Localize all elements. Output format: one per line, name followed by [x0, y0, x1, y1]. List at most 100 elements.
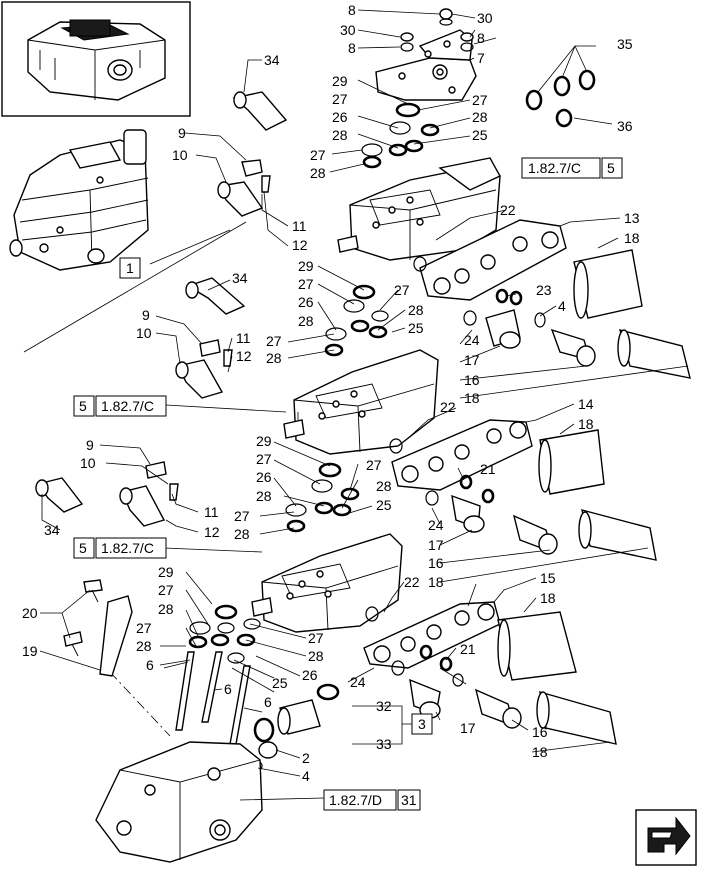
callout-8: 8 [348, 2, 356, 18]
callout-8: 8 [477, 30, 485, 46]
valve-section-2 [283, 284, 439, 455]
ref-number-1: 5 [607, 160, 615, 176]
callout-29: 29 [256, 433, 272, 449]
callout-25: 25 [376, 497, 392, 513]
callout-34: 34 [232, 270, 248, 286]
next-page-arrow-icon[interactable] [635, 809, 697, 866]
callout-28: 28 [376, 478, 392, 494]
callout-9: 9 [142, 307, 150, 323]
callout-25: 25 [272, 675, 288, 691]
callout-12: 12 [292, 237, 308, 253]
callout-18: 18 [540, 590, 556, 606]
callout-10: 10 [80, 455, 96, 471]
ref-label-2: 1.82.7/C [101, 398, 154, 414]
callout-2: 2 [302, 750, 310, 766]
callout-29: 29 [158, 564, 174, 580]
callout-14: 14 [578, 396, 594, 412]
end-cover [375, 8, 477, 101]
callout-17: 17 [464, 352, 480, 368]
spool-housing-1 [419, 219, 567, 301]
ref-number-4: 31 [401, 792, 417, 808]
callout-22: 22 [500, 202, 516, 218]
seal-rings-4 [188, 604, 261, 664]
callout-19: 19 [22, 643, 38, 659]
callout-27: 27 [332, 91, 348, 107]
callout-10: 10 [172, 147, 188, 163]
callout-15: 15 [540, 570, 556, 586]
callout-27: 27 [366, 457, 382, 473]
ref-label-3: 1.82.7/C [101, 540, 154, 556]
callout-27: 27 [158, 582, 174, 598]
callout-6: 6 [224, 681, 232, 697]
callout-23: 23 [536, 282, 552, 298]
callout-4: 4 [558, 298, 566, 314]
callout-17: 17 [460, 720, 476, 736]
callout-16: 16 [428, 555, 444, 571]
callout-27: 27 [310, 147, 326, 163]
callout-22: 22 [440, 399, 456, 415]
callout-27: 27 [234, 508, 250, 524]
callout-26: 26 [302, 667, 318, 683]
valve-section-3 [251, 462, 403, 633]
callout-12: 12 [236, 348, 252, 364]
plungers [409, 309, 596, 729]
spool-housing-3 [363, 601, 501, 669]
callout-8: 8 [348, 40, 356, 56]
callout-20: 20 [22, 605, 38, 621]
callout-16: 16 [464, 372, 480, 388]
callout-26: 26 [332, 109, 348, 125]
callout-27: 27 [266, 333, 282, 349]
callout-21: 21 [480, 461, 496, 477]
reference-boxes [73, 157, 623, 811]
callout-28: 28 [256, 488, 272, 504]
seal-kit [525, 69, 596, 128]
relief-valve [249, 683, 340, 772]
ref-box-3: 3 [418, 716, 426, 732]
seal-rings-1 [361, 102, 440, 169]
callout-28: 28 [234, 526, 250, 542]
callout-28: 28 [332, 127, 348, 143]
callout-27: 27 [298, 276, 314, 292]
ref-box-1: 1 [126, 260, 134, 276]
callout-10: 10 [136, 325, 152, 341]
callout-25: 25 [472, 127, 488, 143]
callout-11: 11 [236, 330, 251, 346]
valve-stack-preview [9, 129, 149, 271]
assembly-thumbnail [1, 1, 191, 117]
callout-36: 36 [617, 118, 633, 134]
callout-24: 24 [350, 674, 366, 690]
callout-4: 4 [302, 768, 310, 784]
callout-34: 34 [264, 52, 280, 68]
callout-7: 7 [477, 50, 485, 66]
callout-30: 30 [477, 10, 493, 26]
callout-13: 13 [624, 210, 640, 226]
o-rings-housing [365, 256, 546, 687]
callout-11: 11 [292, 218, 307, 234]
callout-24: 24 [464, 332, 480, 348]
callout-16: 16 [532, 724, 548, 740]
callout-29: 29 [298, 258, 314, 274]
callout-18: 18 [428, 574, 444, 590]
callout-27: 27 [472, 92, 488, 108]
callout-29: 29 [332, 73, 348, 89]
callout-27: 27 [394, 282, 410, 298]
callout-6: 6 [146, 657, 154, 673]
callout-18: 18 [532, 744, 548, 760]
callout-28: 28 [158, 601, 174, 617]
callout-28: 28 [266, 350, 282, 366]
callout-34: 34 [44, 522, 60, 538]
ref-number-3: 5 [79, 540, 87, 556]
callout-25: 25 [408, 320, 424, 336]
ref-label-4: 1.82.7/D [329, 792, 382, 808]
callout-18: 18 [464, 390, 480, 406]
callout-12: 12 [204, 524, 220, 540]
callout-22: 22 [404, 574, 420, 590]
callout-28: 28 [308, 648, 324, 664]
ref-number-2: 5 [79, 398, 87, 414]
callout-35: 35 [617, 36, 633, 52]
callout-27: 27 [308, 630, 324, 646]
lever-links [35, 91, 288, 527]
inlet-cover [95, 741, 263, 863]
